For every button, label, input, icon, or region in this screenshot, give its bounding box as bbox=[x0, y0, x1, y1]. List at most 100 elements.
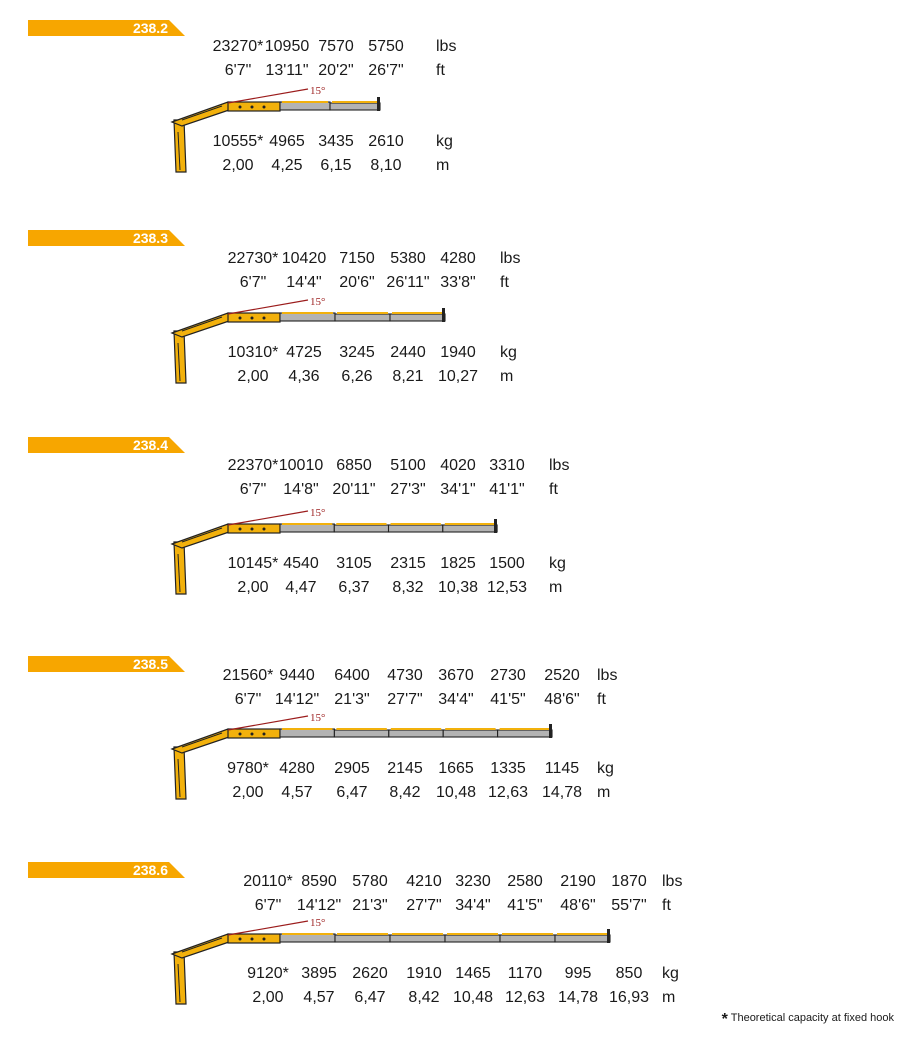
ft-value: 55'7" bbox=[611, 897, 647, 914]
lbs-value: 1870 bbox=[611, 873, 647, 890]
row-ft: 6'7"13'11"20'2"26'7"ft bbox=[0, 61, 922, 81]
boom-bolt bbox=[262, 937, 266, 941]
ft-value: 20'2" bbox=[318, 62, 354, 79]
m-unit: m bbox=[662, 989, 676, 1006]
boom-tip bbox=[377, 97, 380, 111]
kg-value: 4725 bbox=[286, 344, 322, 361]
tab-background bbox=[28, 656, 185, 672]
kg-value: 995 bbox=[564, 965, 592, 982]
ft-value: 48'6" bbox=[560, 897, 596, 914]
inner-ram bbox=[181, 105, 223, 121]
boom-bolt bbox=[250, 732, 254, 736]
outer-boom bbox=[227, 933, 281, 944]
model-tab: 238.6 bbox=[28, 862, 185, 878]
inner-ram bbox=[181, 316, 223, 332]
boom-tip bbox=[442, 308, 445, 322]
ft-unit: ft bbox=[500, 274, 509, 291]
model-name: 238.2 bbox=[132, 20, 168, 36]
outer-boom bbox=[227, 312, 281, 323]
boom-tip bbox=[549, 724, 552, 738]
ft-value: 21'3" bbox=[352, 897, 388, 914]
kg-value: 10145* bbox=[227, 555, 279, 572]
lbs-value: 5750 bbox=[368, 38, 404, 55]
crane-icon: 15° bbox=[160, 917, 620, 1044]
boom-bolt bbox=[250, 105, 254, 109]
m-value: 2,00 bbox=[222, 157, 254, 174]
kg-value: 4965 bbox=[269, 133, 305, 150]
boom-extension bbox=[279, 523, 335, 533]
boom-extension bbox=[334, 934, 391, 943]
crane-icon: 15° bbox=[160, 507, 507, 634]
m-value: 6,47 bbox=[354, 989, 386, 1006]
ft-value: 13'11" bbox=[265, 62, 309, 79]
boom-bolt bbox=[262, 316, 266, 320]
boom-bolt bbox=[262, 105, 266, 109]
row-ft: 6'7"14'4"20'6"26'11"33'8"ft bbox=[0, 273, 922, 293]
ft-unit: ft bbox=[549, 481, 558, 498]
boom-extension bbox=[387, 524, 444, 533]
kg-value: 1665 bbox=[438, 760, 474, 777]
row-ft: 6'7"14'8"20'11"27'3"34'1"41'1"ft bbox=[0, 480, 922, 500]
m-unit: m bbox=[500, 368, 514, 385]
kg-value: 9120* bbox=[247, 965, 289, 982]
kg-value: 2145 bbox=[387, 760, 423, 777]
outer-boom bbox=[227, 728, 281, 739]
kg-value: 1145 bbox=[544, 760, 580, 777]
model-name: 238.3 bbox=[132, 230, 168, 246]
m-value: 2,00 bbox=[232, 784, 264, 801]
kg-value: 1465 bbox=[455, 965, 491, 982]
lbs-value: 10010 bbox=[278, 457, 324, 474]
lbs-value: 22370* bbox=[227, 457, 279, 474]
m-value: 2,00 bbox=[252, 989, 284, 1006]
ft-value: 6'7" bbox=[239, 274, 267, 291]
kg-value: 3245 bbox=[339, 344, 375, 361]
lbs-value: 4730 bbox=[387, 667, 423, 684]
ft-value: 27'7" bbox=[387, 691, 423, 708]
ft-value: 26'11" bbox=[386, 274, 430, 291]
column-ram bbox=[177, 342, 181, 382]
m-value: 10,38 bbox=[437, 579, 479, 596]
ft-value: 14'12" bbox=[274, 691, 320, 708]
ft-value: 27'7" bbox=[406, 897, 442, 914]
angle-line bbox=[227, 920, 309, 936]
ft-value: 34'1" bbox=[440, 481, 476, 498]
angle-label: 15° bbox=[310, 296, 325, 308]
angle-line bbox=[227, 299, 309, 315]
boom-extension bbox=[333, 729, 390, 738]
boom-bolt bbox=[238, 316, 242, 320]
boom-extension bbox=[442, 524, 498, 533]
kg-unit: kg bbox=[597, 760, 614, 777]
inner-ram bbox=[181, 732, 223, 748]
lbs-value: 2190 bbox=[560, 873, 596, 890]
boom-tip bbox=[607, 929, 610, 943]
lbs-value: 9440 bbox=[279, 667, 315, 684]
m-value: 6,26 bbox=[341, 368, 373, 385]
lbs-value: 6850 bbox=[336, 457, 372, 474]
lbs-value: 4280 bbox=[440, 250, 476, 267]
inner-boom bbox=[170, 523, 233, 549]
inner-boom bbox=[170, 101, 233, 127]
kg-value: 3895 bbox=[301, 965, 337, 982]
m-value: 6,37 bbox=[338, 579, 370, 596]
m-value: 4,25 bbox=[271, 157, 303, 174]
kg-value: 10555* bbox=[212, 133, 264, 150]
lbs-value: 5100 bbox=[390, 457, 426, 474]
boom-bolt bbox=[250, 527, 254, 531]
kg-value: 2905 bbox=[334, 760, 370, 777]
kg-unit: kg bbox=[549, 555, 566, 572]
m-value: 16,93 bbox=[608, 989, 650, 1006]
m-value: 12,63 bbox=[504, 989, 546, 1006]
lbs-value: 4210 bbox=[406, 873, 442, 890]
lbs-value: 10420 bbox=[281, 250, 327, 267]
m-value: 10,48 bbox=[452, 989, 494, 1006]
m-value: 14,78 bbox=[557, 989, 599, 1006]
angle-label: 15° bbox=[310, 85, 325, 97]
kg-value: 850 bbox=[615, 965, 643, 982]
tab-shape bbox=[28, 437, 185, 453]
